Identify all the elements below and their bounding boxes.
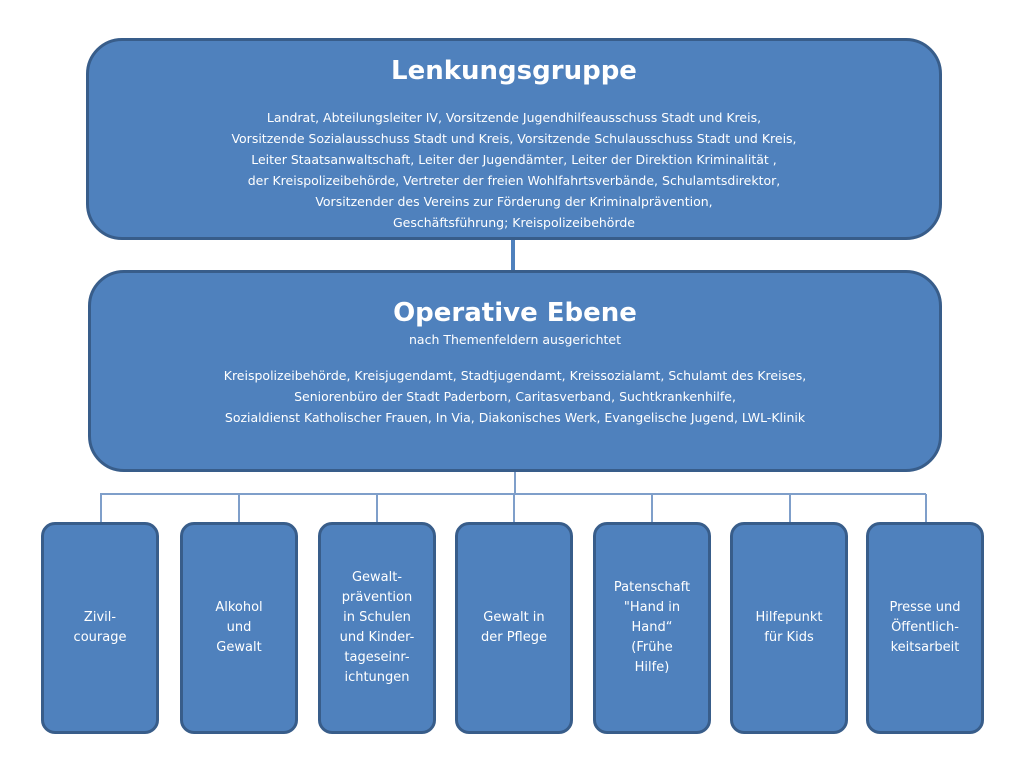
topic-label: Gewalt- prävention in Schulen und Kinder… [339,570,415,685]
connector-branch-3 [376,494,378,522]
lenkungsgruppe-members: Landrat, Abteilungsleiter IV, Vorsitzend… [89,107,939,233]
connector-branch-1 [100,494,102,522]
lenkungsgruppe-title: Lenkungsgruppe [391,56,637,86]
operative-ebene-box: Operative Ebene nach Themenfeldern ausge… [88,270,942,472]
topic-label: Gewalt in der Pflege [480,610,547,645]
member-line: Sozialdienst Katholischer Frauen, In Via… [224,410,806,425]
topic-box-hilfepunkt: Hilfepunkt für Kids [730,522,848,734]
connector-branch-7 [925,494,927,522]
lenkungsgruppe-box: Lenkungsgruppe Landrat, Abteilungsleiter… [86,38,942,240]
member-line: der Kreispolizeibehörde, Vertreter der f… [247,173,781,188]
operative-ebene-subtitle: nach Themenfeldern ausgerichtet [408,332,621,347]
topic-label: Alkohol und Gewalt [215,600,263,655]
connector-top-to-middle [511,240,515,270]
member-line: Seniorenbüro der Stadt Paderborn, Carita… [294,389,736,404]
connector-middle-stem [514,472,516,494]
member-line: Kreispolizeibehörde, Kreisjugendamt, Sta… [223,368,807,383]
topic-box-presse: Presse und Öffentlich- keitsarbeit [866,522,984,734]
member-line: Landrat, Abteilungsleiter IV, Vorsitzend… [266,110,762,125]
topic-label: Patenschaft "Hand in Hand“ (Frühe Hilfe) [613,580,691,675]
connector-branch-6 [789,494,791,522]
connector-branch-4 [513,494,515,522]
member-line: Leiter Staatsanwaltschaft, Leiter der Ju… [251,152,777,167]
operative-ebene-members: Kreispolizeibehörde, Kreisjugendamt, Sta… [91,365,939,428]
topic-box-alkohol-gewalt: Alkohol und Gewalt [180,522,298,734]
member-line: Vorsitzender des Vereins zur Förderung d… [315,194,713,209]
topic-box-patenschaft: Patenschaft "Hand in Hand“ (Frühe Hilfe) [593,522,711,734]
topic-box-gewaltpraevention: Gewalt- prävention in Schulen und Kinder… [318,522,436,734]
connector-branch-5 [651,494,653,522]
topic-label: Zivil- courage [73,610,127,645]
topic-label: Presse und Öffentlich- keitsarbeit [889,600,961,655]
member-line: Vorsitzende Sozialausschuss Stadt und Kr… [231,131,797,146]
topic-label: Hilfepunkt für Kids [755,610,823,645]
topic-box-zivilcourage: Zivil- courage [41,522,159,734]
topic-box-gewalt-pflege: Gewalt in der Pflege [455,522,573,734]
member-line: Geschäftsführung; Kreispolizeibehörde [392,215,636,230]
operative-ebene-title: Operative Ebene [393,298,637,328]
connector-branch-2 [238,494,240,522]
